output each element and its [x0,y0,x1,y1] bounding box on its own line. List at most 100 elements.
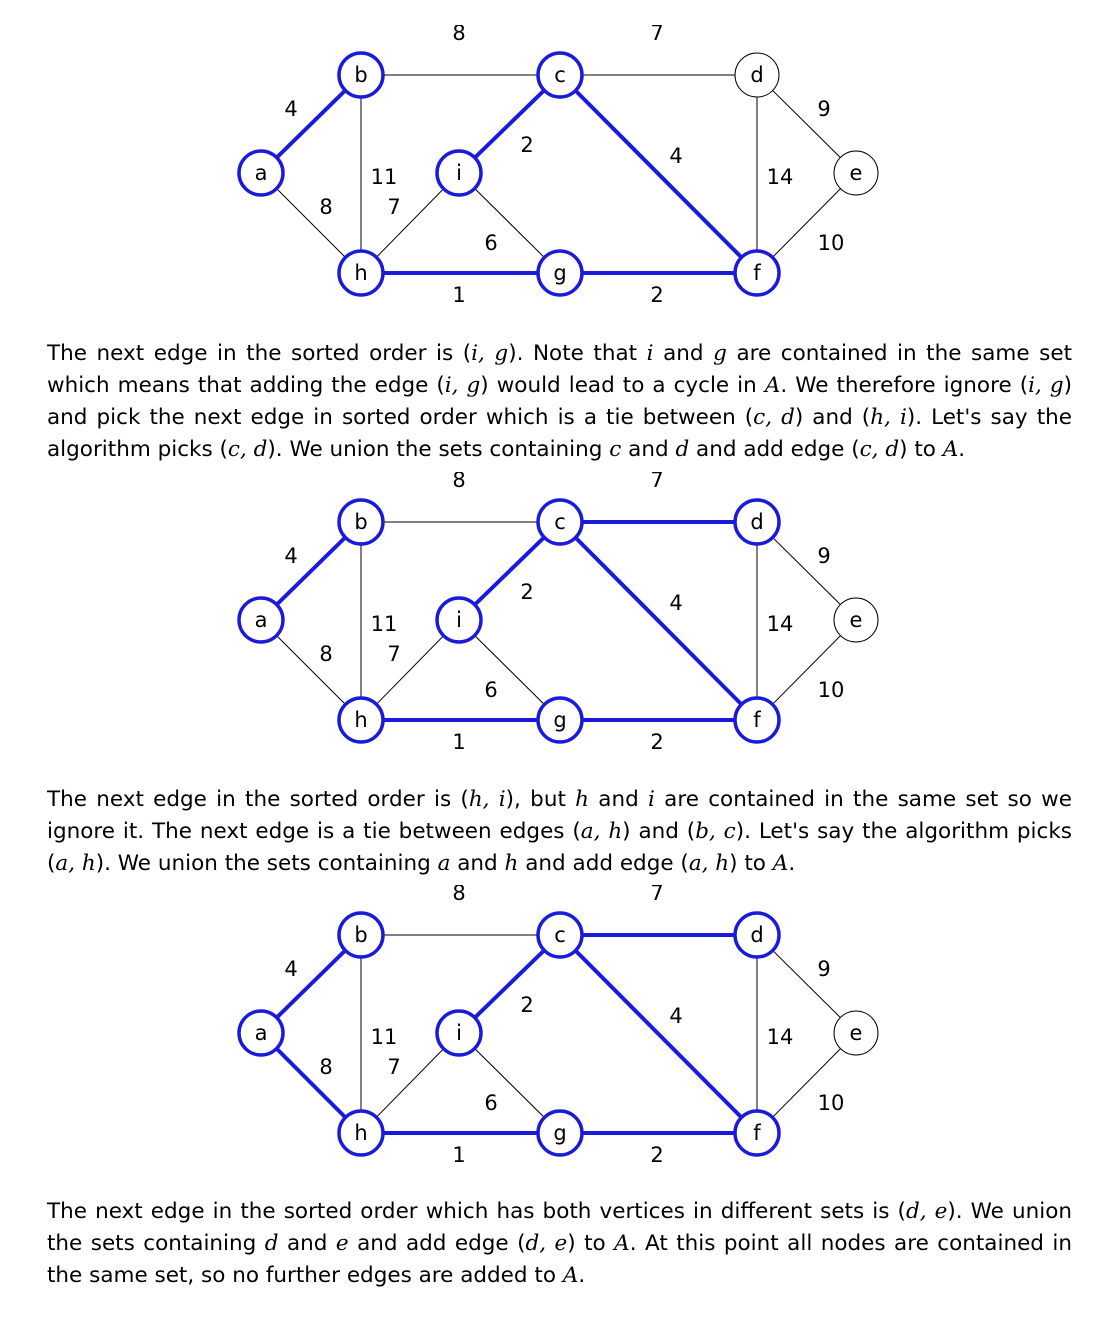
paragraph-step-1: The next edge in the sorted order is (i,… [47,341,1073,462]
edge-weight-b-h: 11 [371,612,398,636]
edge-weight-i-g: 6 [484,678,497,702]
node-c [536,51,584,99]
node-e [833,150,879,196]
edge-weight-c-i: 2 [520,580,533,604]
node-i [435,1009,483,1057]
node-label-h: h [354,261,367,285]
node-label-h: h [354,1121,367,1145]
edge-weight-h-i: 7 [387,1055,400,1079]
edge-weight-a-b: 4 [284,957,297,981]
node-label-e: e [850,161,863,185]
node-label-i: i [456,608,462,632]
edge-d-e [756,74,857,174]
node-label-a: a [255,161,268,185]
edge-weight-c-f: 4 [669,1004,682,1028]
node-h [337,249,385,297]
edge-weight-b-c: 8 [452,25,465,45]
node-label-g: g [553,1121,566,1145]
edge-weight-g-f: 2 [650,730,663,754]
mst-graph-step-2: 4 8 8 11 7 2 4 9 14 10 7 6 1 2 a b c d e f g h i [237,472,879,754]
node-label-d: d [750,923,763,947]
edge-weight-c-i: 2 [520,993,533,1017]
node-h [337,1109,385,1157]
edge-weight-c-i: 2 [520,133,533,157]
edge-weight-d-f: 14 [767,612,794,636]
node-label-c: c [554,63,566,87]
edge-weight-d-f: 14 [767,1025,794,1049]
edge-c-f [558,520,759,722]
edge-weight-a-h: 8 [319,195,332,219]
edge-weight-i-g: 6 [484,1091,497,1115]
node-f [733,1109,781,1157]
node-h [337,696,385,744]
node-d [733,498,781,546]
paragraph-step-2: The next edge in the sorted order is (h,… [47,787,1072,876]
edge-weight-g-f: 2 [650,283,663,307]
node-b [337,911,385,959]
edge-weight-e-f: 10 [818,678,845,702]
mst-graph-step-1: 4 8 8 11 7 2 4 9 14 10 7 6 1 2 a b c d e f g h i [237,25,879,307]
node-label-a: a [255,608,268,632]
node-c [536,498,584,546]
node-label-b: b [354,510,367,534]
edge-weight-h-g: 1 [452,283,465,307]
edge-weight-c-d: 7 [650,25,663,45]
node-label-i: i [456,1021,462,1045]
edge-weight-a-b: 4 [284,97,297,121]
node-g [536,249,584,297]
edge-weight-c-f: 4 [669,144,682,168]
edge-weight-g-f: 2 [650,1143,663,1167]
edge-weight-b-c: 8 [452,472,465,492]
edge-weight-e-f: 10 [818,231,845,255]
node-b [337,51,385,99]
node-label-i: i [456,161,462,185]
node-a [237,1009,285,1057]
node-e [833,1010,879,1056]
node-label-g: g [553,261,566,285]
edge-weight-h-i: 7 [387,642,400,666]
node-label-d: d [750,510,763,534]
node-b [337,498,385,546]
node-a [237,149,285,197]
node-label-f: f [753,708,761,732]
node-label-e: e [850,608,863,632]
node-i [435,596,483,644]
edge-weight-b-h: 11 [371,165,398,189]
node-e [833,597,879,643]
edge-weight-d-f: 14 [767,165,794,189]
edge-weight-d-e: 9 [817,97,830,121]
edge-weight-c-f: 4 [669,591,682,615]
node-f [733,696,781,744]
node-label-d: d [750,63,763,87]
paragraph-step-3: The next edge in the sorted order which … [47,1199,1073,1288]
edge-weight-a-h: 8 [319,1055,332,1079]
node-d [733,911,781,959]
edge-weight-h-i: 7 [387,195,400,219]
edge-weight-c-d: 7 [650,472,663,492]
node-i [435,149,483,197]
node-label-f: f [753,1121,761,1145]
edge-weight-b-h: 11 [371,1025,398,1049]
node-label-c: c [554,510,566,534]
edge-weight-d-e: 9 [817,957,830,981]
edge-weight-a-b: 4 [284,544,297,568]
node-label-f: f [753,261,761,285]
edge-weight-a-h: 8 [319,642,332,666]
edge-c-f [558,73,759,275]
edge-weight-b-c: 8 [452,885,465,905]
edge-weight-d-e: 9 [817,544,830,568]
node-d [734,52,780,98]
node-label-g: g [553,708,566,732]
node-label-b: b [354,923,367,947]
edge-weight-e-f: 10 [818,1091,845,1115]
node-label-c: c [554,923,566,947]
node-g [536,1109,584,1157]
edge-weight-c-d: 7 [650,885,663,905]
node-f [733,249,781,297]
edge-weight-h-g: 1 [452,730,465,754]
edge-weight-h-g: 1 [452,1143,465,1167]
node-label-h: h [354,708,367,732]
node-label-b: b [354,63,367,87]
edge-weight-i-g: 6 [484,231,497,255]
